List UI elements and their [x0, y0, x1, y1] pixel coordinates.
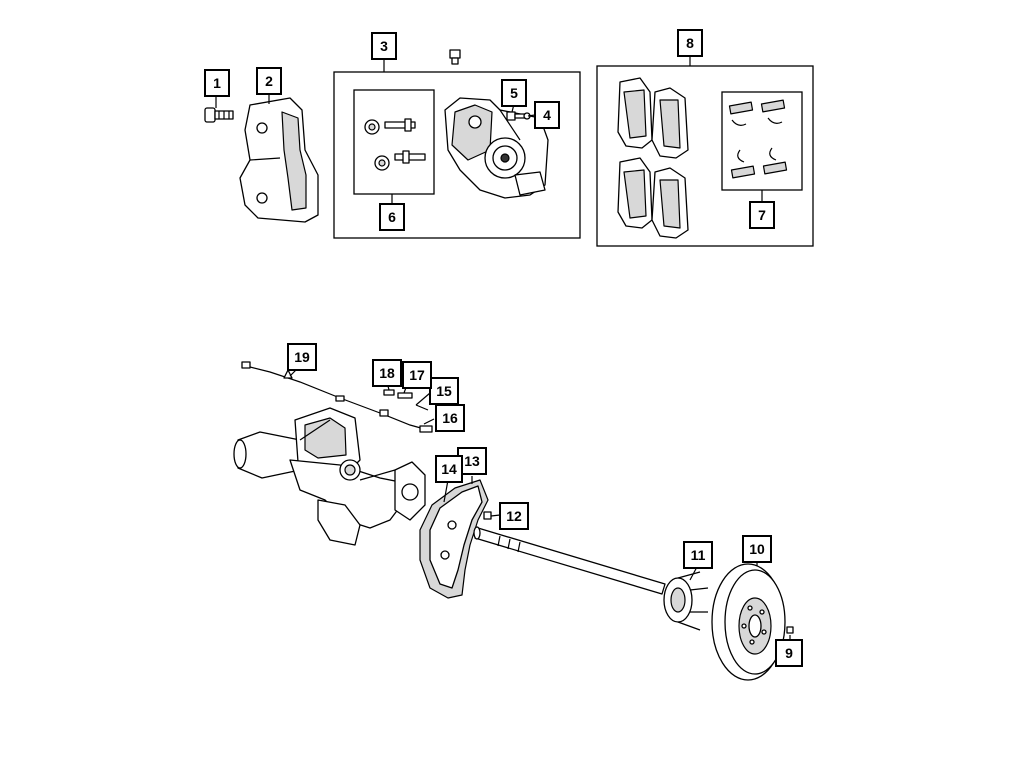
callout-7: 7 — [749, 201, 775, 229]
svg-text:14: 14 — [441, 461, 457, 477]
callout-5: 5 — [501, 79, 527, 107]
svg-text:19: 19 — [294, 349, 310, 365]
callout-4: 4 — [534, 101, 560, 129]
callout-8: 8 — [677, 29, 703, 57]
part-6-guide-pin-kit-frame — [353, 89, 435, 195]
svg-text:1: 1 — [213, 75, 221, 91]
svg-text:15: 15 — [436, 383, 452, 399]
callout-17: 17 — [402, 361, 432, 389]
callout-15: 15 — [429, 377, 459, 405]
caliper-body — [444, 97, 549, 199]
svg-text:7: 7 — [758, 207, 766, 223]
callout-19: 19 — [287, 343, 317, 371]
svg-text:13: 13 — [464, 453, 480, 469]
callout-6: 6 — [379, 203, 405, 231]
svg-text:8: 8 — [686, 35, 694, 51]
callout-18: 18 — [372, 359, 402, 387]
part-6-guide-pins — [364, 118, 426, 171]
part-11-wheel-hub — [663, 571, 709, 631]
part-3-caliper-assembly-frame — [333, 71, 581, 239]
caliper-top-bolt — [449, 49, 461, 65]
svg-text:16: 16 — [442, 410, 458, 426]
axle-shaft — [473, 526, 666, 595]
svg-text:4: 4 — [543, 107, 551, 123]
part-1-bolt — [204, 107, 234, 123]
callout-2: 2 — [256, 67, 282, 95]
svg-text:18: 18 — [379, 365, 395, 381]
callout-1: 1 — [204, 69, 230, 97]
callout-3: 3 — [371, 32, 397, 60]
rear-axle-housing — [233, 407, 426, 546]
callout-14: 14 — [435, 455, 463, 483]
callout-9: 9 — [775, 639, 803, 667]
callout-10: 10 — [742, 535, 772, 563]
svg-text:9: 9 — [785, 645, 793, 661]
svg-text:12: 12 — [506, 508, 522, 524]
part-8-brake-pad-kit-frame — [596, 65, 814, 247]
part-9-rotor-screw — [786, 626, 794, 634]
callout-12: 12 — [499, 502, 529, 530]
svg-text:3: 3 — [380, 38, 388, 54]
svg-text:10: 10 — [749, 541, 765, 557]
part-7-pad-hardware — [728, 99, 788, 179]
callout-11: 11 — [683, 541, 713, 569]
part-2-caliper-bracket — [239, 97, 319, 223]
part-19-parking-brake-cable — [241, 361, 433, 433]
svg-text:2: 2 — [265, 73, 273, 89]
part-12-nut — [483, 511, 492, 520]
part-10-brake-rotor — [711, 563, 786, 681]
callout-16: 16 — [435, 404, 465, 432]
part-13-14-dust-shield — [419, 479, 489, 599]
parking-brake-hardware-15-18 — [383, 389, 429, 411]
svg-text:5: 5 — [510, 85, 518, 101]
svg-text:6: 6 — [388, 209, 396, 225]
svg-text:17: 17 — [409, 367, 425, 383]
svg-text:11: 11 — [691, 547, 706, 563]
brake-pads — [617, 77, 689, 239]
